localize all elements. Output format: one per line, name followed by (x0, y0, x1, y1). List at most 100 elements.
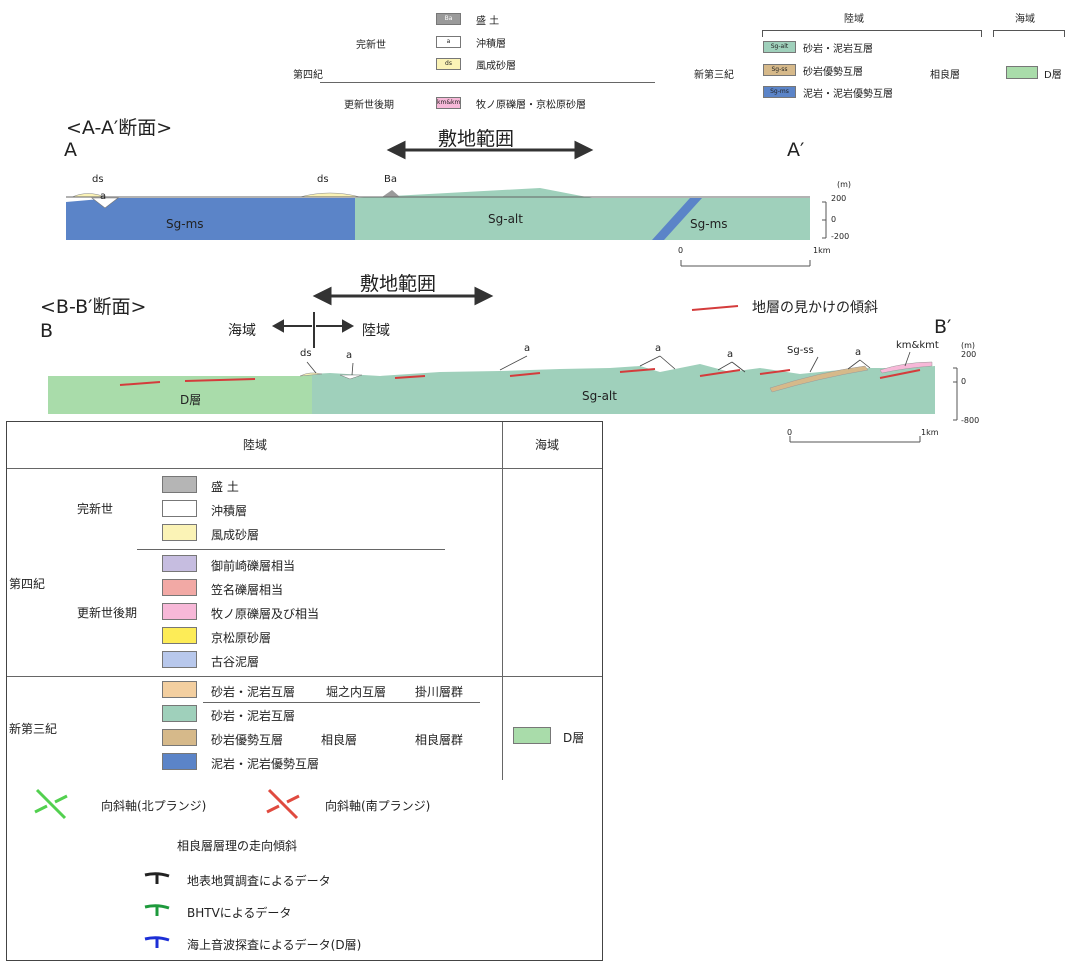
syncline-south-icon (266, 788, 300, 820)
section-aa-site-range: 敷地範囲 (438, 128, 515, 150)
section-bb-label-a1: a (346, 350, 353, 361)
legend-quaternary: 第四紀 (9, 577, 46, 591)
section-bb-km-lens (879, 361, 933, 374)
section-bb-ds-lens (299, 372, 323, 377)
top-legend-sea-title: 海域 (1015, 14, 1035, 25)
section-bb-dip-legend: 地層の見かけの傾斜 (752, 300, 878, 316)
legend-kakegawa: 掛川層群 (415, 685, 464, 699)
legend-swatch-kasana (162, 579, 197, 596)
section-aa-vertical-scale (822, 201, 827, 239)
section-aa-site-arrow (386, 140, 594, 160)
swatch-km: km&kmt (436, 97, 461, 109)
top-legend-quaternary: 第四紀 (293, 70, 323, 81)
section-aa-bar-zero: 0 (678, 246, 684, 255)
section-aa-label-ds2: ds (317, 174, 329, 185)
legend-column-divider (502, 422, 503, 780)
section-aa-left-end: A (64, 139, 77, 161)
section-aa-scale-bottom: -200 (831, 232, 850, 241)
section-bb-label-ds: ds (300, 348, 312, 359)
section-bb-label-a4: a (727, 349, 734, 360)
legend-swatch-sgalt (162, 705, 197, 722)
section-bb-sea: 海域 (228, 323, 256, 339)
section-bb-label-sgalt: Sg-alt (582, 389, 617, 403)
top-legend-sagara: 相良層 (930, 70, 960, 81)
strike-dip-bhtv-icon (144, 904, 170, 916)
top-legend-land-title: 陸域 (844, 14, 864, 25)
section-aa-title: <A-A′断面> (66, 117, 173, 139)
legend-syncline-south: 向斜軸(南プランジ) (325, 799, 431, 813)
section-aa-sgms-right (652, 198, 702, 240)
legend-furuya: 古谷泥層 (211, 655, 260, 669)
legend-survey-bhtv: BHTVによるデータ (187, 906, 292, 920)
legend-header-rule (7, 468, 602, 469)
swatch-sgss: Sg-ss (763, 64, 796, 76)
legend-sagara-layer: 相良層 (321, 733, 358, 747)
top-legend-holocene: 完新世 (356, 40, 386, 51)
section-bb-bar-zero: 0 (787, 428, 793, 437)
section-aa-label-ds1: ds (92, 174, 104, 185)
legend-kyomatsubara: 京松原砂層 (211, 631, 272, 645)
section-bb-diagram (48, 286, 958, 443)
syncline-north-icon (34, 788, 68, 820)
section-bb-right-end: B′ (934, 316, 952, 338)
top-legend-ba-label: 盛 土 (476, 16, 500, 27)
legend-swatch-horinouchi (162, 681, 197, 698)
section-aa-label-sgalt: Sg-alt (488, 212, 523, 226)
legend-syncline-north: 向斜軸(北プランジ) (101, 799, 207, 813)
legend-omaezaki: 御前崎礫層相当 (211, 559, 296, 573)
legend-box: 陸域 海域 盛 土 完新世 沖積層 風成砂層 第四紀 御前崎礫層相当 笠名礫層相… (6, 421, 603, 961)
legend-swatch-furuya (162, 651, 197, 668)
legend-swatch-sgss (162, 729, 197, 746)
legend-sea-header: 海域 (535, 438, 560, 452)
section-bb-label-d: D層 (180, 393, 202, 407)
section-bb-vertical-scale (953, 367, 958, 421)
section-aa-label-sgms-right: Sg-ms (690, 217, 728, 231)
legend-strike-dip-title: 相良層層理の走向傾斜 (177, 839, 298, 853)
section-aa-scale-unit: (m) (837, 180, 852, 189)
legend-holocene-rule (137, 549, 445, 550)
top-legend-a-label: 沖積層 (476, 39, 506, 50)
section-aa-scale-mid: 0 (831, 215, 837, 224)
legend-holocene: 完新世 (77, 502, 114, 516)
section-bb-sea-land-arrows (271, 312, 355, 348)
top-legend-km-label: 牧ノ原礫層・京松原砂層 (476, 100, 586, 111)
section-bb-label-sgss: Sg-ss (787, 345, 814, 356)
legend-swatch-fill (162, 476, 197, 493)
legend-alluvium: 沖積層 (211, 504, 248, 518)
section-bb-dip-marks (119, 368, 921, 386)
legend-swatch-omaezaki (162, 555, 197, 572)
section-bb-scale-unit: (m) (961, 341, 976, 350)
top-legend-sgss-label: 砂岩優勢互層 (803, 67, 863, 78)
legend-survey-surface: 地表地質調査によるデータ (187, 874, 331, 888)
swatch-sgms: Sg-ms (763, 86, 796, 98)
section-bb-scale-bar (789, 436, 921, 443)
legend-survey-marine: 海上音波探査によるデータ(D層) (187, 938, 362, 952)
section-bb-label-leaders (306, 351, 911, 376)
section-bb-left-end: B (40, 320, 54, 342)
top-legend-neogene: 新第三紀 (694, 70, 734, 81)
section-bb-bar-end: 1km (921, 428, 939, 437)
swatch-ba: Ba (436, 13, 461, 25)
section-bb-land: 陸域 (362, 323, 390, 339)
legend-swatch-dune-sand (162, 524, 197, 541)
section-bb-label-a2: a (524, 343, 531, 354)
legend-sgss: 砂岩優勢互層 (211, 733, 284, 747)
section-bb-site-arrow (312, 286, 494, 306)
top-legend-sgms-label: 泥岩・泥岩優勢互層 (803, 89, 893, 100)
legend-land-header: 陸域 (243, 438, 268, 452)
section-bb-scale-top: 200 (961, 350, 977, 359)
legend-horinouchi: 堀之内互層 (326, 685, 387, 699)
legend-fill: 盛 土 (211, 480, 239, 494)
section-aa-right-end: A′ (787, 139, 805, 161)
legend-neogene: 新第三紀 (9, 722, 58, 736)
legend-late-pleistocene: 更新世後期 (77, 606, 138, 620)
section-bb-dip-legend-line (691, 305, 739, 311)
legend-kasana: 笠名礫層相当 (211, 583, 284, 597)
top-legend-late-pleistocene: 更新世後期 (344, 100, 394, 111)
section-bb-title: <B-B′断面> (40, 296, 147, 318)
section-aa-sgms-left (66, 198, 355, 240)
section-bb-sgss-lens (769, 365, 869, 393)
legend-d-layer: D層 (563, 731, 585, 745)
top-legend-sea-bracket (993, 30, 1065, 37)
legend-quaternary-rule (7, 676, 602, 677)
